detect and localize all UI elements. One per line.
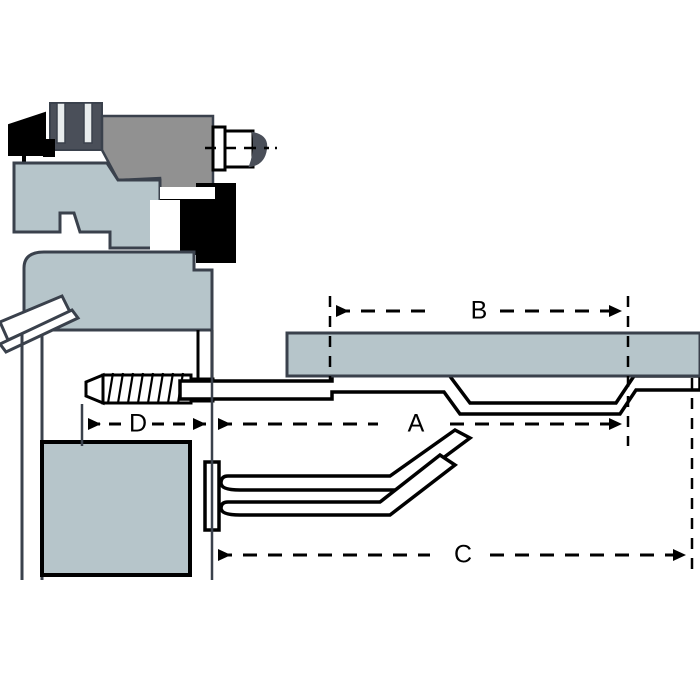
extension-lines-dashed (328, 296, 694, 572)
dimension-label-b: B (471, 297, 488, 325)
angled-shim (0, 294, 81, 354)
dimension-label-a: A (408, 410, 425, 438)
dimension-d: D (88, 410, 206, 438)
sash-profile-upper (12, 161, 162, 250)
dimension-label-c: C (454, 541, 472, 569)
sash-glazing-bars (49, 102, 103, 151)
tube-lower (219, 452, 459, 517)
profile-spacer (20, 200, 180, 285)
dimension-c: C (218, 541, 686, 569)
dimension-b: B (336, 297, 622, 325)
tube-upper (219, 427, 474, 492)
profile-notch (100, 305, 118, 318)
track-bar (285, 331, 700, 378)
frame-gap-white (160, 187, 215, 199)
lower-frame-block (40, 440, 192, 577)
dimension-label-d: D (129, 410, 147, 438)
dimension-a: A (218, 410, 622, 438)
wedge-foot (43, 139, 55, 157)
extension-lines (80, 300, 214, 580)
